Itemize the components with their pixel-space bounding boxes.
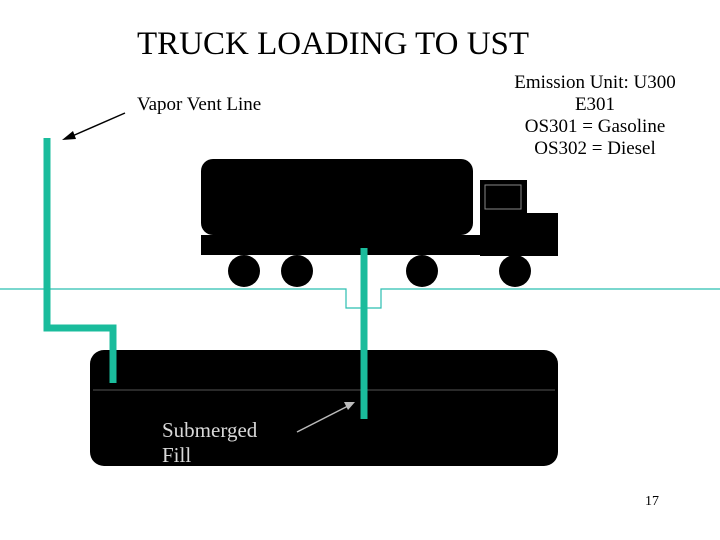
truck-hood [480, 213, 558, 256]
truck-cargo-tank [201, 159, 473, 235]
gasoline-source-line: OS301 = Gasoline [524, 116, 666, 137]
underground-storage-tank [90, 350, 558, 466]
truck-chassis [201, 235, 481, 255]
slide-title: TRUCK LOADING TO UST [137, 26, 530, 62]
truck-window [484, 184, 522, 210]
vent-label-arrow [69, 112, 126, 138]
emission-unit-line: Emission Unit: U300 [514, 72, 676, 93]
vapor-vent-label: Vapor Vent Line [137, 94, 262, 115]
truck-wheel [228, 255, 260, 287]
fill-arrow-head [344, 402, 355, 410]
truck-wheel [281, 255, 313, 287]
diesel-source-line: OS302 = Diesel [534, 138, 656, 159]
vent-arrow-head [62, 131, 76, 140]
vapor-vent-pipe [43, 138, 117, 383]
tank-truck [201, 159, 558, 287]
fill-label-arrow [296, 405, 349, 433]
ground-line [0, 288, 720, 309]
truck-wheel [499, 255, 531, 287]
emission-unit-info: Emission Unit: U300 E301 OS301 = Gasolin… [480, 72, 710, 160]
page-number: 17 [645, 494, 659, 509]
submerged-fill-label-line2: Fill [162, 443, 192, 467]
submerged-fill-label-line1: Submerged [162, 418, 258, 442]
emission-point-line: E301 [574, 94, 616, 115]
submerged-fill-label: Submerged Fill [162, 418, 257, 468]
truck-wheel [406, 255, 438, 287]
